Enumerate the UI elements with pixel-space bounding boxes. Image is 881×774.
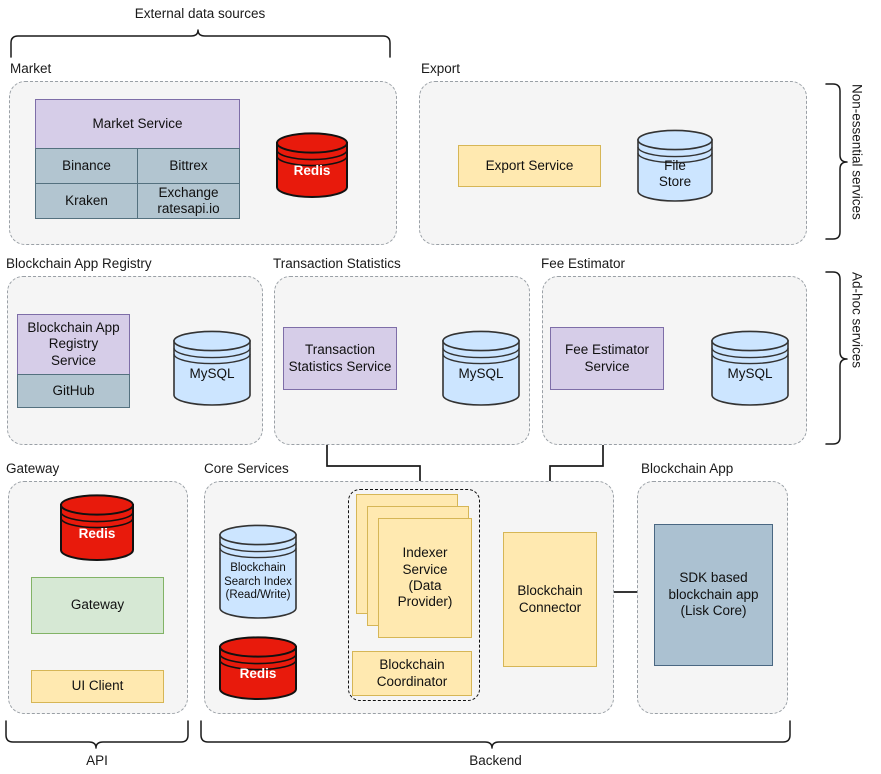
brace-label-backend: Backend xyxy=(469,753,522,768)
node-github[interactable]: GitHub xyxy=(17,374,130,408)
group-label-registry: Blockchain App Registry xyxy=(6,256,152,271)
node-blockchain-coordinator-label: Blockchain Coordinator xyxy=(376,657,448,689)
node-market-service[interactable]: Market Service xyxy=(35,99,240,149)
node-file-store[interactable]: File Store xyxy=(637,129,713,202)
node-binance-label: Binance xyxy=(62,157,111,173)
node-blockchain-search-index[interactable]: Blockchain Search Index (Read/Write) xyxy=(219,524,297,619)
brace-label-non-essential-services: Non-essential services xyxy=(849,84,865,220)
node-blockchain-connector[interactable]: Blockchain Connector xyxy=(503,532,597,667)
group-label-export: Export xyxy=(421,61,461,76)
node-export-service[interactable]: Export Service xyxy=(458,145,601,187)
node-sdk-blockchain-app-label: SDK based blockchain app (Lisk Core) xyxy=(668,570,759,619)
node-indexer-service-label: Indexer Service (Data Provider) xyxy=(397,545,453,610)
node-binance[interactable]: Binance xyxy=(35,148,138,184)
brace-label-external-data-sources: External data sources xyxy=(134,6,266,21)
group-label-txstats: Transaction Statistics xyxy=(273,256,401,271)
group-label-core: Core Services xyxy=(204,461,289,476)
node-fee-service[interactable]: Fee Estimator Service xyxy=(550,327,664,390)
node-txstats-service[interactable]: Transaction Statistics Service xyxy=(283,327,397,390)
node-github-label: GitHub xyxy=(52,382,95,398)
node-gateway[interactable]: Gateway xyxy=(31,577,164,634)
node-blockchain-connector-label: Blockchain Connector xyxy=(517,583,583,615)
node-sdk-blockchain-app[interactable]: SDK based blockchain app (Lisk Core) xyxy=(654,524,773,666)
node-exchange-ratesapi-label: Exchange ratesapi.io xyxy=(157,184,220,216)
node-kraken-label: Kraken xyxy=(65,192,108,208)
brace-label-api: API xyxy=(86,753,108,768)
group-indexer-cluster xyxy=(348,489,480,701)
node-txstats-mysql[interactable]: MySQL xyxy=(442,330,520,406)
node-fee-service-label: Fee Estimator Service xyxy=(564,342,650,374)
node-blockchain-coordinator[interactable]: Blockchain Coordinator xyxy=(352,651,472,696)
node-market-service-label: Market Service xyxy=(92,115,183,131)
node-kraken[interactable]: Kraken xyxy=(35,183,138,219)
group-label-fee: Fee Estimator xyxy=(541,256,626,271)
node-indexer-service[interactable]: Indexer Service (Data Provider) xyxy=(378,518,472,638)
node-txstats-service-label: Transaction Statistics Service xyxy=(288,342,392,374)
node-registry-service-label: Blockchain App Registry Service xyxy=(27,319,120,368)
node-core-redis[interactable]: Redis xyxy=(219,636,297,700)
node-exchange-ratesapi[interactable]: Exchange ratesapi.io xyxy=(137,183,240,219)
node-gateway-label: Gateway xyxy=(70,597,125,613)
group-label-blockchain-app: Blockchain App xyxy=(641,461,734,476)
node-ui-client[interactable]: UI Client xyxy=(31,670,164,703)
node-bittrex[interactable]: Bittrex xyxy=(137,148,240,184)
node-fee-mysql[interactable]: MySQL xyxy=(711,330,789,406)
group-label-gateway: Gateway xyxy=(6,461,60,476)
node-export-service-label: Export Service xyxy=(485,157,574,173)
node-market-redis[interactable]: Redis xyxy=(276,132,348,198)
node-gateway-redis[interactable]: Redis xyxy=(60,494,134,561)
node-registry-mysql[interactable]: MySQL xyxy=(173,330,251,406)
node-bittrex-label: Bittrex xyxy=(169,157,208,173)
node-ui-client-label: UI Client xyxy=(71,678,124,694)
brace-label-ad-hoc-services: Ad-hoc services xyxy=(849,272,865,369)
group-label-market: Market xyxy=(10,61,52,76)
node-registry-service[interactable]: Blockchain App Registry Service xyxy=(17,314,130,375)
